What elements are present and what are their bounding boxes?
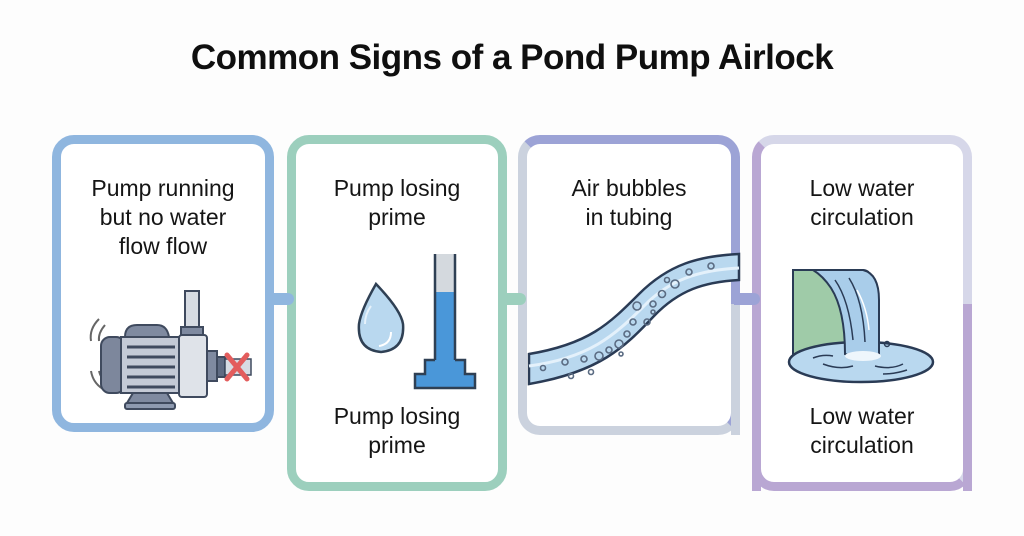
connector-1-2	[268, 293, 294, 305]
water-pump-blocked-icon	[89, 290, 252, 410]
card-label: Pump running but no water flow flow	[91, 175, 235, 259]
card-no-water-flow: Pump running but no water flow flow	[52, 135, 274, 432]
card-label: Pump losing prime	[333, 175, 461, 230]
tube-with-bubbles-icon	[527, 252, 741, 386]
card-label-bottom: Low water circulation	[809, 403, 915, 458]
card-label-bottom: Pump losing prime	[333, 403, 461, 458]
page-title: Common Signs of a Pond Pump Airlock	[190, 38, 834, 77]
card-losing-prime: Pump losing prime Pump losing prime	[287, 135, 507, 491]
card-low-circulation: Low water circulation Low water circulat…	[752, 135, 972, 491]
card-air-bubbles: Air bubbles in tubing	[518, 135, 741, 435]
card-label: Low water circulation	[809, 175, 915, 230]
connector-2-3	[502, 293, 526, 305]
card-label: Air bubbles in tubing	[571, 175, 687, 230]
waterfall-pond-icon	[787, 269, 935, 384]
water-drop-and-gauge-icon	[357, 254, 477, 390]
connector-3-4	[734, 293, 760, 305]
